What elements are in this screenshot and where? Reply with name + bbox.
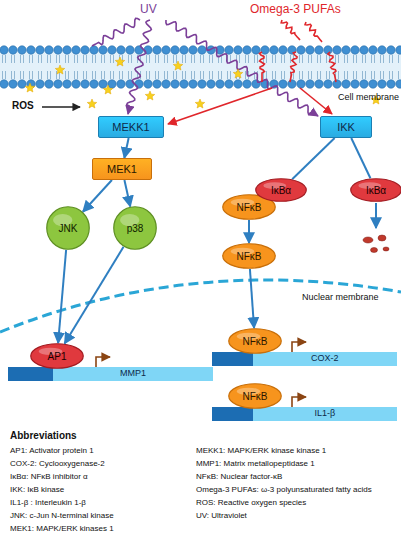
kinase-box: MEK1 xyxy=(92,158,152,180)
kinase-circle: p38 xyxy=(113,206,157,250)
inhibitor-ellipse: IκBα xyxy=(255,178,307,202)
node-label: IL1-β xyxy=(315,409,336,419)
stimulus-label: UV xyxy=(140,3,157,17)
omega3-molecules xyxy=(168,20,336,124)
node-label: MMP1 xyxy=(120,369,146,379)
stimulus-label: Omega-3 PUFAs xyxy=(250,3,341,17)
gene-band: COX-2 xyxy=(212,352,397,366)
node-label: COX-2 xyxy=(311,354,339,364)
pathway-arrow xyxy=(65,247,124,344)
cell-membrane xyxy=(0,46,401,88)
pathway-arrow xyxy=(292,138,334,179)
node-label: MEKK1 xyxy=(112,121,149,133)
structure-label: Nuclear membrane xyxy=(302,292,379,302)
stimulus-label: ROS xyxy=(12,100,34,112)
ros-stars xyxy=(25,57,381,108)
abbreviation-entry: NFκB: Nuclear factor-κB xyxy=(196,472,282,481)
node-label: IKK xyxy=(337,121,355,133)
node-label: AP1 xyxy=(48,351,67,362)
inhibitor-ellipse: IκBα xyxy=(350,178,401,202)
abbreviation-entry: MMP1: Matrix metallopeptidase 1 xyxy=(196,459,315,468)
abbreviation-entry: MEK1: MAPK/ERK kinases 1 xyxy=(10,524,114,533)
transcription-factor-ellipse: NFκB xyxy=(228,328,282,354)
abbreviation-entry: IL1-β : Interleukin 1-β xyxy=(10,498,86,507)
kinase-box: MEKK1 xyxy=(98,116,164,138)
pathway-arrow xyxy=(250,269,254,328)
pathway-arrow xyxy=(83,180,112,212)
section-heading: Abbreviations xyxy=(10,430,77,442)
pathway-arrow xyxy=(58,250,66,343)
transcription-factor-ellipse: NFκB xyxy=(222,243,276,269)
abbreviation-entry: JNK: c-Jun N-terminal kinase xyxy=(10,511,114,520)
node-label: JNK xyxy=(59,223,78,234)
pathway-arrow xyxy=(124,180,130,207)
pathway-arrow xyxy=(351,138,370,178)
abbreviation-entry: IKK: IκB kinase xyxy=(10,485,64,494)
transcription-factor-ellipse: NFκB xyxy=(228,383,282,409)
uv-rays xyxy=(92,18,318,116)
abbreviation-entry: AP1: Activator protein 1 xyxy=(10,446,94,455)
gene-band: IL1-β xyxy=(212,407,397,421)
node-label: NFκB xyxy=(237,202,262,213)
node-label: IκBα xyxy=(366,185,386,196)
structure-label: Cell membrane xyxy=(338,92,399,102)
node-label: IκBα xyxy=(271,185,291,196)
abbreviation-entry: COX-2: Cyclooxygenase-2 xyxy=(10,459,105,468)
node-label: MEK1 xyxy=(107,163,137,175)
node-label: NFκB xyxy=(243,336,268,347)
abbreviation-entry: MEKK1: MAPK/ERK kinase kinase 1 xyxy=(196,446,326,455)
node-label: p38 xyxy=(127,223,144,234)
pathway-arrow xyxy=(124,138,128,158)
abbreviation-entry: Omega-3 PUFAs: ω-3 polyunsaturated fatty… xyxy=(196,485,372,494)
abbreviation-entry: ROS: Reactive oxygen species xyxy=(196,498,306,507)
abbreviation-entry: UV: Ultraviolet xyxy=(196,511,247,520)
kinase-box: IKK xyxy=(320,116,372,138)
pathway-arrow xyxy=(248,220,250,243)
abbreviation-entry: IκBα: NFκB inhibitor α xyxy=(10,472,88,481)
degraded-fragments xyxy=(363,203,389,253)
gene-band: MMP1 xyxy=(8,367,213,381)
node-label: NFκB xyxy=(237,251,262,262)
node-label: NFκB xyxy=(243,391,268,402)
kinase-circle: JNK xyxy=(46,206,90,250)
transcription-factor-ellipse: AP1 xyxy=(30,343,84,369)
ros-arrow xyxy=(42,106,80,107)
